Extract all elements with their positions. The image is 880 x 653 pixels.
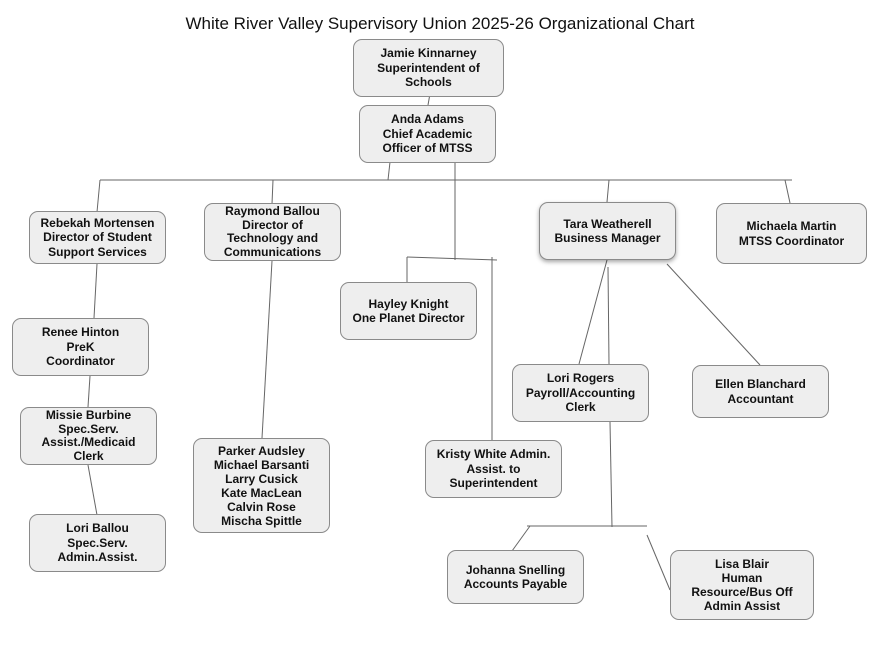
connector-line: [406, 256, 498, 261]
node-label: Communications: [223, 244, 322, 259]
node-label: Officer of MTSS: [382, 141, 473, 156]
connector-line: [511, 525, 531, 552]
node-business-manager: Tara Weatherell Business Manager: [539, 202, 676, 260]
node-label: Renee Hinton: [41, 325, 120, 340]
node-label: Assist. to: [466, 461, 521, 476]
node-spec-serv-admin-assist: Lori Ballou Spec.Serv. Admin.Assist.: [29, 514, 166, 572]
connector-line: [607, 266, 610, 365]
node-label: Parker Audsley: [218, 443, 305, 458]
node-label: Accounts Payable: [463, 577, 568, 591]
connector-line: [578, 259, 608, 365]
node-label: Admin Assist: [703, 599, 781, 613]
node-label: Tara Weatherell: [563, 216, 652, 231]
connector-line: [261, 260, 273, 439]
node-label: Kate MacLean: [221, 485, 302, 500]
connector-line: [87, 375, 91, 408]
node-label: Accountant: [727, 391, 794, 406]
node-label: Lisa Blair: [714, 557, 770, 571]
node-label: Director of: [242, 217, 303, 232]
node-label: Johanna Snelling: [465, 562, 566, 577]
connector-line: [387, 161, 391, 181]
node-label: Superintendent of: [377, 60, 480, 75]
node-label: Human: [721, 571, 763, 585]
node-label: Director of Student: [43, 230, 152, 245]
node-label: Lori Ballou: [66, 521, 129, 536]
node-label: Rebekah Mortensen: [40, 215, 155, 230]
node-hr-admin-assist: Lisa Blair Human Resource/Bus Off Admin …: [670, 550, 814, 620]
connector-line: [784, 179, 791, 204]
node-label: PreK: [66, 339, 95, 354]
node-label: Clerk: [73, 448, 104, 463]
node-label: Spec.Serv.: [58, 421, 119, 436]
node-mtss-coordinator: Michaela Martin MTSS Coordinator: [716, 203, 867, 264]
node-label: Spec.Serv.: [67, 535, 128, 550]
node-label: Chief Academic: [382, 126, 473, 141]
node-technology-staff: Parker Audsley Michael Barsanti Larry Cu…: [193, 438, 330, 533]
node-label: Schools: [405, 75, 452, 90]
node-accountant: Ellen Blanchard Accountant: [692, 365, 829, 418]
node-label: Hayley Knight: [368, 296, 449, 311]
node-label: Coordinator: [46, 354, 115, 369]
node-label: Technology and: [226, 231, 319, 245]
connector-line: [96, 179, 101, 213]
node-payroll-clerk: Lori Rogers Payroll/Accounting Clerk: [512, 364, 649, 422]
node-accounts-payable: Johanna Snelling Accounts Payable: [447, 550, 584, 604]
node-label: Support Services: [48, 244, 147, 259]
node-label: Resource/Bus Off: [691, 585, 793, 599]
node-label: Admin.Assist.: [57, 550, 138, 565]
node-label: Clerk: [565, 400, 596, 415]
node-one-planet-director: Hayley Knight One Planet Director: [340, 282, 477, 340]
node-label: Kristy White Admin.: [436, 447, 551, 462]
node-label: Assist./Medicaid: [41, 435, 136, 449]
node-label: Missie Burbine: [45, 408, 132, 422]
node-label: Payroll/Accounting: [525, 385, 636, 400]
node-label: Michael Barsanti: [213, 457, 310, 472]
node-label: One Planet Director: [352, 311, 465, 325]
node-label: Anda Adams: [391, 112, 464, 127]
connector-line: [93, 263, 98, 319]
node-label: Ellen Blanchard: [715, 377, 806, 391]
node-label: Mischa Spittle: [221, 513, 302, 528]
node-director-technology: Raymond Ballou Director of Technology an…: [204, 203, 341, 261]
node-label: Calvin Rose: [227, 499, 296, 514]
node-label: Superintendent: [449, 476, 538, 491]
connector-line: [666, 263, 761, 366]
node-label: Michaela Martin: [746, 219, 837, 233]
node-label: Raymond Ballou: [225, 204, 320, 218]
connector-line: [646, 534, 671, 591]
node-chief-academic-officer: Anda Adams Chief Academic Officer of MTS…: [359, 105, 496, 163]
node-prek-coordinator: Renee Hinton PreK Coordinator: [12, 318, 149, 376]
node-label: Jamie Kinnarney: [380, 46, 477, 61]
node-superintendent: Jamie Kinnarney Superintendent of School…: [353, 39, 504, 97]
node-label: Business Manager: [554, 231, 661, 245]
connector-line: [271, 179, 274, 205]
node-label: MTSS Coordinator: [738, 233, 845, 248]
chart-title: White River Valley Supervisory Union 202…: [185, 14, 695, 33]
node-director-student-support: Rebekah Mortensen Director of Student Su…: [29, 211, 166, 264]
node-medicaid-clerk: Missie Burbine Spec.Serv. Assist./Medica…: [20, 407, 157, 465]
connector-line: [606, 179, 610, 203]
connector-line: [609, 421, 613, 528]
node-label: Lori Rogers: [546, 371, 615, 386]
node-label: Larry Cusick: [225, 471, 298, 486]
node-admin-assist-superintendent: Kristy White Admin. Assist. to Superinte…: [425, 440, 562, 498]
connector-line: [87, 464, 98, 516]
